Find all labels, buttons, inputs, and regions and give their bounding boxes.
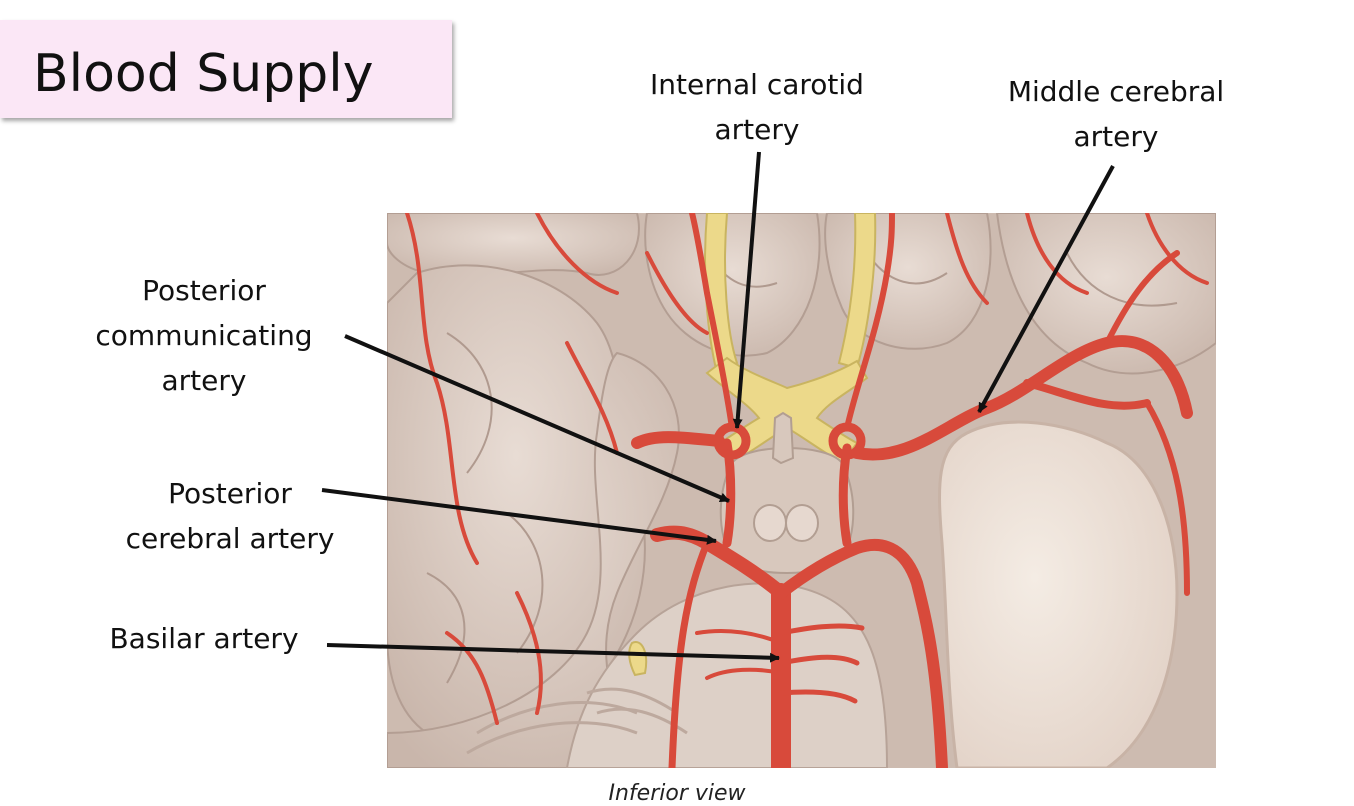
view-caption: Inferior view — [608, 781, 746, 806]
brain-illustration — [387, 213, 1216, 768]
page-title: Blood Supply — [33, 44, 374, 104]
label-line: Middle cerebral — [1007, 75, 1225, 108]
arrow-basilar — [326, 643, 780, 663]
label-line: Internal carotid — [650, 68, 864, 101]
arrow-internal-carotid — [732, 151, 761, 429]
label-posterior-communicating-artery: Posterior communicating artery — [60, 268, 348, 403]
title-box: Blood Supply — [0, 20, 452, 118]
label-posterior-cerebral-artery: Posterior cerebral artery — [98, 471, 362, 561]
fold-lines — [426, 252, 1178, 684]
pituitary-stalk — [771, 411, 795, 465]
label-line: cerebral artery — [125, 522, 335, 555]
label-line: artery — [161, 364, 247, 397]
label-line: Posterior — [168, 477, 292, 510]
label-line: communicating — [95, 319, 313, 352]
nerve-root — [628, 641, 648, 677]
temporal-cut-surface — [938, 420, 1179, 768]
label-middle-cerebral-artery: Middle cerebral artery — [972, 69, 1260, 159]
label-basilar-artery: Basilar artery — [84, 616, 324, 661]
label-line: artery — [1073, 120, 1159, 153]
arrow-middle-cerebral — [977, 165, 1115, 413]
arrow-posterior-cerebral — [321, 488, 717, 545]
label-line: artery — [714, 113, 800, 146]
arteries — [405, 213, 1209, 768]
label-internal-carotid-artery: Internal carotid artery — [610, 62, 904, 152]
label-line: Basilar artery — [109, 622, 299, 655]
mammillary-body — [785, 504, 819, 542]
arrow-posterior-communicating — [344, 334, 730, 503]
label-line: Posterior — [142, 274, 266, 307]
